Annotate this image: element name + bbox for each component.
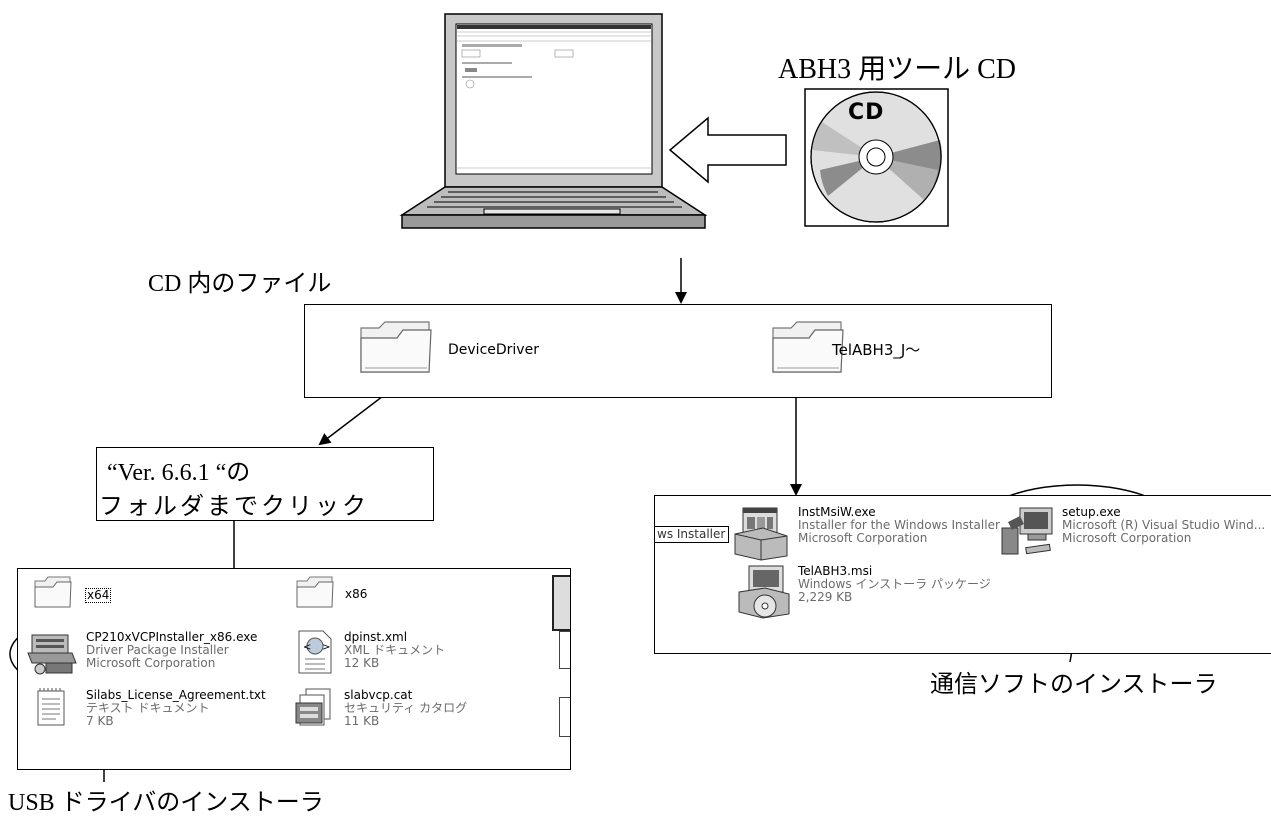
xml-document-icon: < > <box>298 630 332 674</box>
file-label-partial-installer[interactable]: ws Installer <box>655 526 730 543</box>
file-size-silabs: 7 KB <box>86 714 114 728</box>
file-size-dpinst: 12 KB <box>344 656 380 670</box>
comm-installer-label: 通信ソフトのインストーラ <box>930 672 1218 698</box>
file-size-telabh3msi: 2,229 KB <box>798 590 853 604</box>
catalog-icon <box>295 688 331 726</box>
file-desc-silabs: テキスト ドキュメント <box>86 701 210 715</box>
file-name-instmsiw[interactable]: InstMsiW.exe <box>798 505 876 519</box>
partial-document-icon <box>559 631 570 669</box>
folder-icon <box>34 576 72 608</box>
file-company-instmsiw: Microsoft Corporation <box>798 531 928 545</box>
file-desc-cp210x: Driver Package Installer <box>86 643 229 657</box>
cd-title-label: ABH3 用ツール CD <box>778 54 1017 85</box>
file-desc-instmsiw: Installer for the Windows Installer <box>798 518 1000 532</box>
file-name-silabs[interactable]: Silabs_License_Agreement.txt <box>86 688 266 702</box>
usb-installer-label: USB ドライバのインストーラ <box>8 790 324 816</box>
file-company-cp210x: Microsoft Corporation <box>86 656 216 670</box>
file-size-slabvcp: 11 KB <box>344 714 380 728</box>
file-name-telabh3msi[interactable]: TelABH3.msi <box>798 564 873 578</box>
file-name-cp210x[interactable]: CP210xVCPInstaller_x86.exe <box>86 630 258 644</box>
version-note-box: “Ver. 6.6.1 “の フォルダまでクリック <box>96 447 434 521</box>
partial-window-icon <box>552 575 570 631</box>
text-document-icon <box>37 688 65 726</box>
cd-disc-icon <box>804 88 949 227</box>
folder-label-devicedriver[interactable]: DeviceDriver <box>448 342 539 358</box>
file-desc-dpinst: XML ドキュメント <box>344 643 446 657</box>
folder-icon <box>772 321 844 373</box>
tel-files-box: ws Installer InstMsiW.exe Installer for … <box>654 495 1271 654</box>
file-desc-setup: Microsoft (R) Visual Studio Wind... <box>1062 518 1266 532</box>
file-label-x64[interactable]: x64 <box>85 588 112 603</box>
installer-box-icon <box>734 507 788 561</box>
file-name-setup[interactable]: setup.exe <box>1062 505 1121 519</box>
setup-computer-icon <box>1001 507 1053 555</box>
version-note-line1: “Ver. 6.6.1 “の <box>107 460 251 486</box>
file-name-slabvcp[interactable]: slabvcp.cat <box>344 688 413 702</box>
file-name-dpinst[interactable]: dpinst.xml <box>344 630 408 644</box>
partial-document-icon <box>559 697 570 737</box>
cd-to-laptop-arrow <box>668 116 787 184</box>
file-company-setup: Microsoft Corporation <box>1062 531 1192 545</box>
file-desc-slabvcp: セキュリティ カタログ <box>344 701 468 715</box>
cd-folder-box: DeviceDriver TelABH3_J～ <box>304 304 1052 398</box>
svg-text:>: > <box>322 642 330 653</box>
folder-label-telabh3[interactable]: TelABH3_J～ <box>832 341 921 359</box>
file-label-x86[interactable]: x86 <box>345 587 368 601</box>
cd-disc-text: CD <box>848 100 885 125</box>
laptop-icon <box>399 13 708 229</box>
driver-files-box: x64 x86 CP210xVCPInstaller_x86.exe Drive… <box>17 568 571 770</box>
installer-package-icon <box>27 634 77 675</box>
file-desc-telabh3msi: Windows インストーラ パッケージ <box>798 577 991 591</box>
folder-icon <box>360 321 432 373</box>
msi-package-icon <box>738 565 790 619</box>
folder-icon <box>296 576 334 608</box>
version-note-line2: フォルダまでクリック <box>99 494 369 520</box>
svg-text:<: < <box>303 642 311 653</box>
cd-files-label: CD 内のファイル <box>148 271 332 297</box>
